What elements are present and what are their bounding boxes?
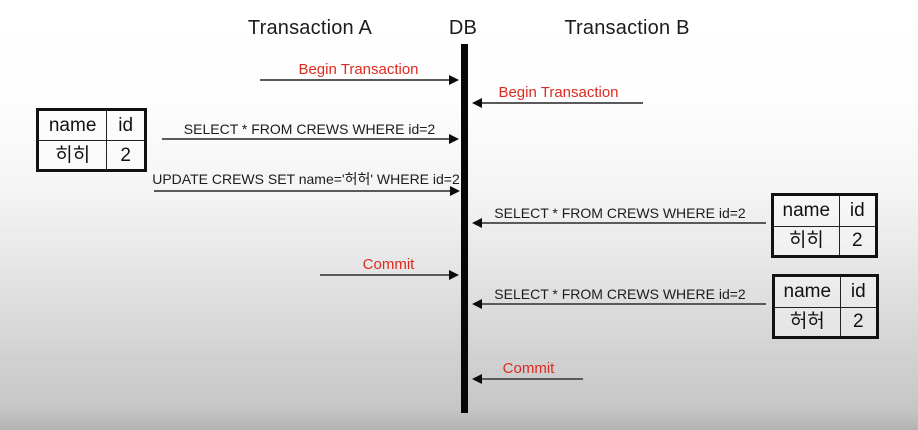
- table-header-row: name id: [774, 196, 875, 226]
- arrow-select-a: SELECT * FROM CREWS WHERE id=2: [160, 121, 459, 144]
- label-select-b-second: SELECT * FROM CREWS WHERE id=2: [494, 286, 746, 302]
- table-row: 허허 2: [775, 306, 876, 337]
- label-update-a: UPDATE CREWS SET name='허허' WHERE id=2: [152, 171, 460, 187]
- arrow-line: [260, 79, 457, 81]
- arrow-select-b-second: SELECT * FROM CREWS WHERE id=2: [472, 286, 768, 309]
- header-transaction-b: Transaction B: [564, 17, 690, 39]
- db-timeline: [461, 44, 468, 413]
- arrowhead-right-icon: [450, 186, 460, 196]
- table-header-row: name id: [775, 277, 876, 307]
- table-header-name: name: [774, 196, 840, 226]
- arrow-line: [474, 222, 766, 224]
- arrow-commit-b: Commit: [472, 360, 585, 384]
- arrowhead-left-icon: [472, 299, 482, 309]
- arrow-line: [320, 274, 457, 276]
- arrow-select-b-first: SELECT * FROM CREWS WHERE id=2: [472, 205, 768, 228]
- result-table-transaction-b-first: name id 히히 2: [771, 193, 878, 258]
- arrowhead-left-icon: [472, 374, 482, 384]
- arrow-line: [162, 138, 457, 140]
- table-header-row: name id: [39, 111, 144, 140]
- cell-name: 히히: [774, 225, 840, 255]
- cell-id: 2: [107, 140, 144, 169]
- arrow-commit-a: Commit: [318, 256, 459, 280]
- table-header-id: id: [849, 200, 865, 222]
- table-header-id: id: [850, 281, 866, 303]
- label-commit-a: Commit: [362, 256, 415, 273]
- cell-id: 2: [840, 306, 876, 337]
- arrowhead-right-icon: [449, 134, 459, 144]
- arrow-line: [474, 102, 643, 104]
- cell-name: 히히: [39, 140, 108, 169]
- label-select-a: SELECT * FROM CREWS WHERE id=2: [183, 121, 436, 137]
- result-table-transaction-b-second: name id 허허 2: [772, 274, 879, 339]
- arrowhead-left-icon: [472, 98, 482, 108]
- label-commit-b: Commit: [502, 360, 555, 377]
- table-header-name: name: [39, 111, 108, 140]
- result-table-transaction-a: name id 히히 2: [36, 108, 147, 172]
- arrowhead-left-icon: [472, 218, 482, 228]
- arrow-line: [474, 303, 766, 305]
- arrow-begin-transaction-a: Begin Transaction: [258, 61, 459, 85]
- table-header-name: name: [775, 277, 841, 307]
- label-select-b-first: SELECT * FROM CREWS WHERE id=2: [494, 205, 746, 221]
- table-row: 히히 2: [774, 225, 875, 256]
- arrow-line: [154, 190, 458, 192]
- arrow-line: [474, 378, 583, 380]
- header-transaction-a: Transaction A: [247, 17, 373, 39]
- label-begin-transaction-a: Begin Transaction: [298, 61, 419, 78]
- arrowhead-right-icon: [449, 75, 459, 85]
- table-header-id: id: [118, 115, 134, 136]
- table-row: 히히 2: [39, 140, 144, 169]
- label-begin-transaction-b: Begin Transaction: [498, 84, 619, 101]
- arrow-begin-transaction-b: Begin Transaction: [472, 84, 645, 108]
- arrowhead-right-icon: [449, 270, 459, 280]
- arrow-update-a: UPDATE CREWS SET name='허허' WHERE id=2: [152, 171, 460, 196]
- cell-name: 허허: [775, 306, 841, 336]
- cell-id: 2: [839, 225, 875, 256]
- header-db: DB: [448, 17, 478, 39]
